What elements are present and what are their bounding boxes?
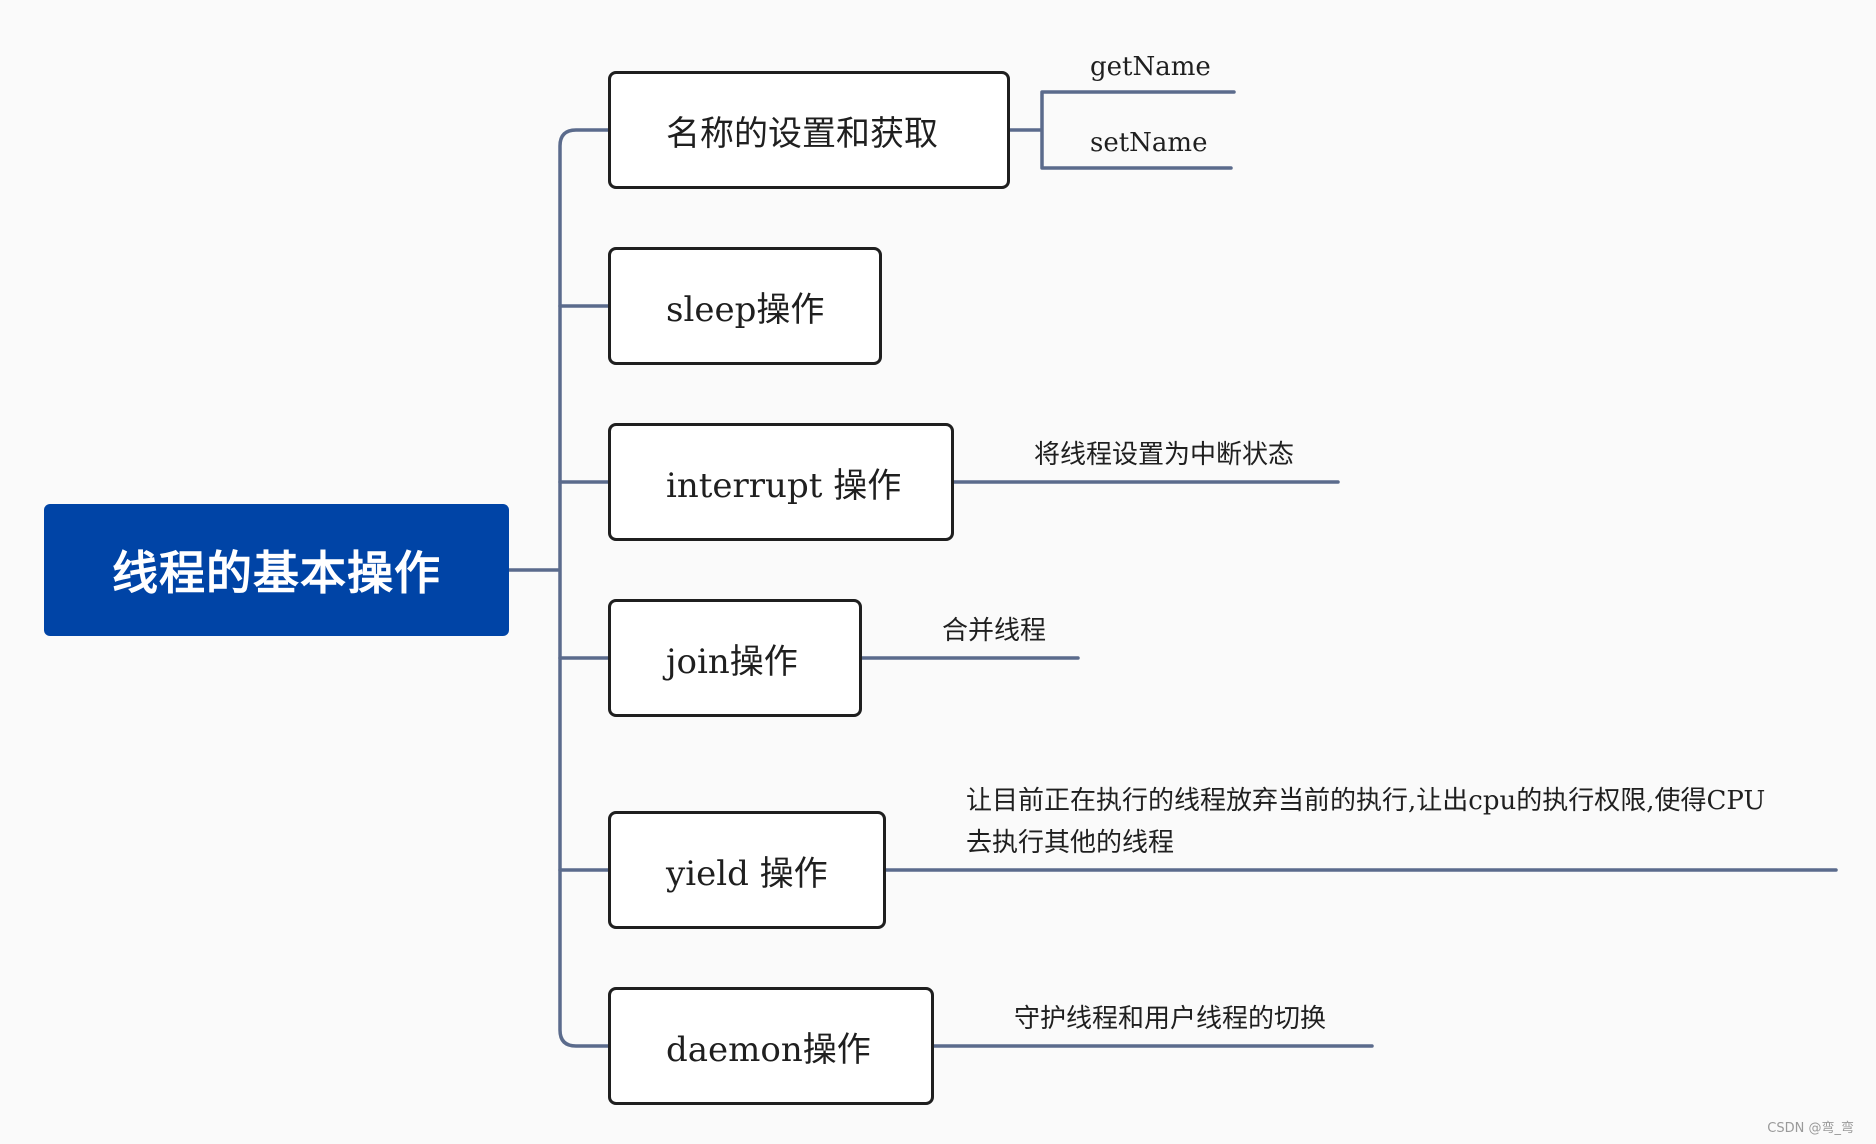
watermark: CSDN @弯_弯 — [1767, 1121, 1854, 1136]
root-topic[interactable]: 线程的基本操作 — [44, 504, 509, 636]
leaf-getname[interactable]: getName — [1090, 52, 1211, 82]
topic-daemon[interactable]: daemon操作 — [608, 987, 934, 1105]
leaf-yield-desc-line2[interactable]: 去执行其他的线程 — [966, 828, 1175, 858]
leaf-daemon-desc[interactable]: 守护线程和用户线程的切换 — [1014, 1004, 1327, 1034]
topic-yield[interactable]: yield 操作 — [608, 811, 886, 929]
topic-join[interactable]: join操作 — [608, 599, 862, 717]
connector-trunk — [558, 128, 610, 1048]
leaf-setname[interactable]: setName — [1090, 128, 1208, 158]
topic-name-setting[interactable]: 名称的设置和获取 — [608, 71, 1010, 189]
topic-interrupt[interactable]: interrupt 操作 — [608, 423, 954, 541]
topic-sleep[interactable]: sleep操作 — [608, 247, 882, 365]
leaf-interrupt-desc[interactable]: 将线程设置为中断状态 — [1034, 440, 1295, 470]
leaf-yield-desc-line1[interactable]: 让目前正在执行的线程放弃当前的执行,让出cpu的执行权限,使得CPU — [966, 786, 1766, 816]
leaf-join-desc[interactable]: 合并线程 — [942, 616, 1047, 646]
connector-naming-leaves — [1008, 90, 1236, 170]
